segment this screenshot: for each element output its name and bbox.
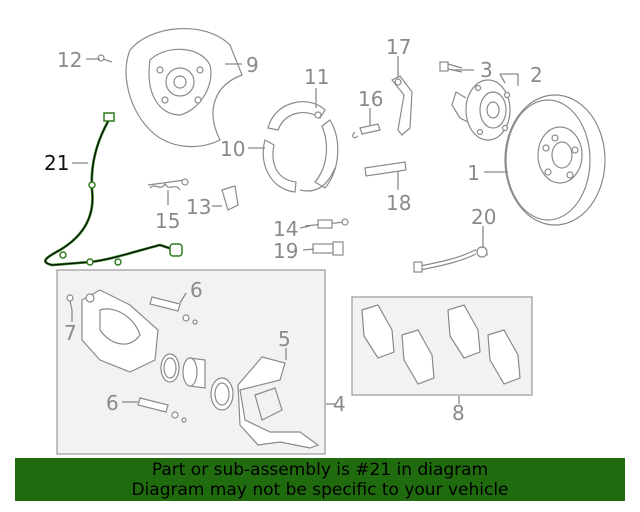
- callout-16: 16: [358, 87, 383, 111]
- banner-line-1: Part or sub-assembly is #21 in diagram: [151, 460, 489, 480]
- piston[interactable]: [182, 357, 206, 389]
- brake-disc[interactable]: [504, 94, 606, 226]
- callout-8: 8: [452, 401, 465, 425]
- speed-sensor-harness[interactable]: [44, 112, 183, 267]
- callout-18: 18: [386, 191, 411, 215]
- callout-2: 2: [530, 63, 543, 87]
- hub-bearing[interactable]: [451, 79, 511, 141]
- parts-diagram: 1 2 3 4 5 6 6 7 8 9 10 11 12 13 14 15 16…: [44, 28, 606, 455]
- parking-brake-shoe[interactable]: [262, 101, 339, 193]
- callout-12: 12: [57, 48, 82, 72]
- brake-pad-set[interactable]: [361, 304, 521, 385]
- caliper-bolt-upper[interactable]: [149, 296, 198, 325]
- callout-14: 14: [273, 217, 298, 241]
- callout-15: 15: [155, 209, 180, 233]
- callout-5: 5: [278, 327, 291, 351]
- callout-11: 11: [304, 65, 329, 89]
- leader-lines: [71, 56, 519, 405]
- adjuster-spring[interactable]: [352, 123, 381, 139]
- callout-6-lower: 6: [106, 391, 119, 415]
- callout-21: 21: [44, 151, 69, 175]
- brake-hose[interactable]: [413, 246, 489, 273]
- callout-17: 17: [386, 35, 411, 59]
- callout-7: 7: [64, 321, 77, 345]
- callout-19: 19: [273, 239, 298, 263]
- info-banner: Part or sub-assembly is #21 in diagram D…: [15, 458, 625, 501]
- backing-plate-bolt[interactable]: [97, 54, 113, 63]
- callout-3: 3: [480, 58, 493, 82]
- brake-pin[interactable]: [304, 218, 349, 229]
- piston-boot[interactable]: [210, 377, 234, 411]
- callout-9: 9: [246, 53, 259, 77]
- callout-1: 1: [467, 161, 480, 185]
- callout-6-upper: 6: [190, 278, 203, 302]
- hold-down-spring[interactable]: [147, 178, 189, 191]
- bleeder-screw[interactable]: [66, 294, 74, 311]
- caliper-bolt-lower[interactable]: [137, 397, 187, 423]
- caliper-body[interactable]: [81, 289, 159, 373]
- banner-line-2: Diagram may not be specific to your vehi…: [131, 480, 509, 500]
- shoe-strut[interactable]: [364, 161, 407, 177]
- dust-cover[interactable]: [125, 28, 243, 148]
- caliper-bracket[interactable]: [237, 356, 320, 449]
- parking-brake-lever[interactable]: [391, 75, 413, 136]
- callout-10: 10: [220, 137, 245, 161]
- callout-4: 4: [333, 392, 346, 416]
- clip[interactable]: [221, 185, 239, 211]
- adjuster-bolt[interactable]: [312, 241, 344, 256]
- callout-20: 20: [471, 205, 496, 229]
- piston-seal[interactable]: [160, 353, 180, 383]
- callout-13: 13: [186, 195, 211, 219]
